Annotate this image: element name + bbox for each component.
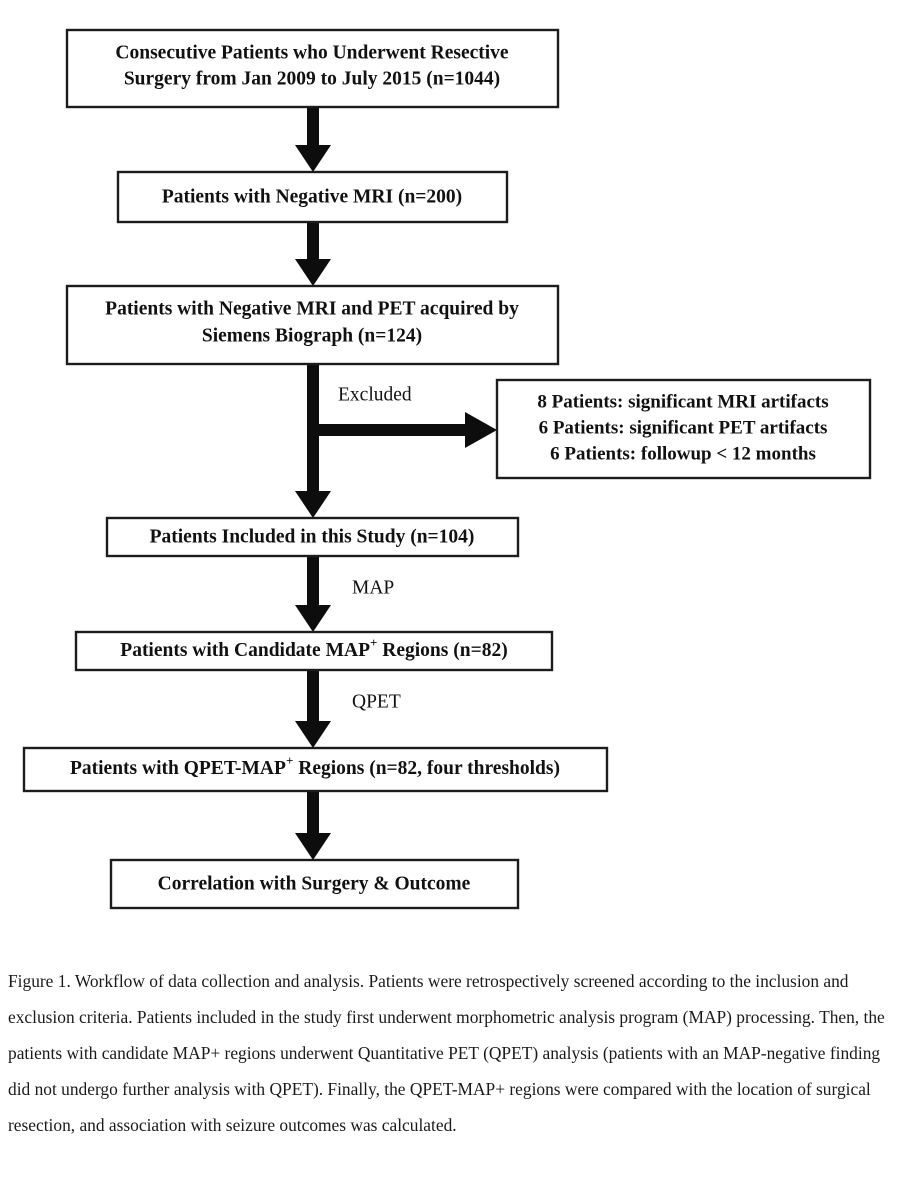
node-exclusions-line2: 6 Patients: significant PET artifacts — [539, 417, 828, 438]
flowchart-container: Consecutive Patients who Underwent Resec… — [22, 28, 872, 910]
arrow-node6-to-node7 — [295, 670, 331, 748]
figure-caption: Figure 1. Workflow of data collection an… — [8, 971, 885, 1135]
node-consecutive-patients-line2: Surgery from Jan 2009 to July 2015 (n=10… — [124, 68, 500, 89]
node-box — [109, 858, 520, 910]
node-box — [22, 746, 609, 793]
arrow-node7-to-node8 — [295, 791, 331, 860]
node-candidate-map-regions: Patients with Candidate MAP+ Regions (n=… — [74, 630, 554, 672]
node7-text-pre: Patients with QPET-MAP — [70, 758, 286, 779]
workflow-diagram: Consecutive Patients who Underwent Resec… — [22, 28, 872, 910]
node-consecutive-patients-line1: Consecutive Patients who Underwent Resec… — [115, 42, 509, 63]
node6-text-pre: Patients with Candidate MAP — [120, 640, 370, 661]
arrow-node2-to-node3 — [295, 222, 331, 286]
node6-text-post: Regions (n=82) — [377, 640, 507, 661]
node-consecutive-patients: Consecutive Patients who Underwent Resec… — [65, 28, 560, 109]
node7-superscript-plus: + — [286, 753, 293, 768]
edge-label-qpet: QPET — [352, 691, 401, 712]
arrow-excluded-branch — [313, 412, 497, 448]
node-box — [116, 170, 509, 224]
arrow-node5-to-node6 — [295, 556, 331, 632]
node-box — [65, 28, 560, 109]
node-negative-mri-and-pet-line1: Patients with Negative MRI and PET acqui… — [105, 298, 519, 319]
node-correlation-outcome-label: Correlation with Surgery & Outcome — [158, 873, 471, 894]
node-box — [74, 630, 554, 672]
node6-superscript-plus: + — [370, 635, 377, 650]
node-box — [105, 516, 520, 558]
node-exclusions: 8 Patients: significant MRI artifacts 6 … — [495, 378, 872, 480]
node-box — [495, 378, 872, 480]
node-exclusions-line3: 6 Patients: followup < 12 months — [550, 443, 816, 464]
arrow-node1-to-node2 — [295, 107, 331, 172]
edge-label-map: MAP — [352, 577, 394, 598]
node-negative-mri-and-pet-line2: Siemens Biograph (n=124) — [202, 325, 422, 346]
edge-label-excluded: Excluded — [338, 384, 412, 405]
node-box — [65, 284, 560, 366]
node-correlation-outcome: Correlation with Surgery & Outcome — [109, 858, 520, 910]
node-qpet-map-regions-label: Patients with QPET-MAP+ Regions (n=82, f… — [70, 753, 560, 779]
node-negative-mri-label: Patients with Negative MRI (n=200) — [162, 186, 462, 207]
node-qpet-map-regions: Patients with QPET-MAP+ Regions (n=82, f… — [22, 746, 609, 793]
node-patients-included-label: Patients Included in this Study (n=104) — [150, 526, 475, 547]
node-candidate-map-regions-label: Patients with Candidate MAP+ Regions (n=… — [120, 635, 507, 661]
node-patients-included: Patients Included in this Study (n=104) — [105, 516, 520, 558]
arrow-node3-to-node5 — [295, 364, 331, 518]
node-negative-mri: Patients with Negative MRI (n=200) — [116, 170, 509, 224]
node-negative-mri-and-pet: Patients with Negative MRI and PET acqui… — [65, 284, 560, 366]
node-exclusions-line1: 8 Patients: significant MRI artifacts — [537, 391, 828, 412]
node7-text-post: Regions (n=82, four thresholds) — [293, 758, 560, 779]
